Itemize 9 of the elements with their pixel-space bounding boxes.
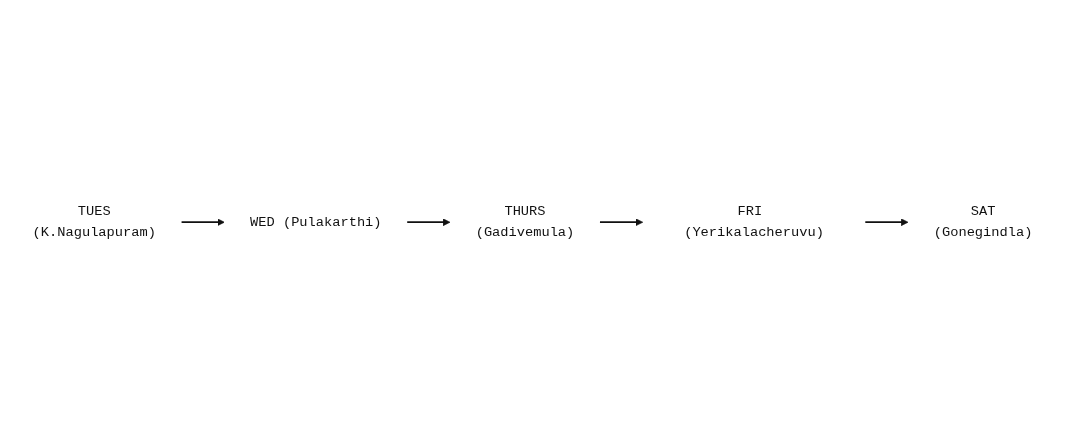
arrow bbox=[599, 218, 644, 227]
arrow bbox=[180, 218, 225, 227]
node-text: SAT (Gonegindla) bbox=[933, 204, 1033, 241]
arrow bbox=[864, 218, 909, 227]
node-text: WED (Pulakarthi) bbox=[250, 214, 382, 231]
node-text: THURS (Gadivemula) bbox=[475, 204, 575, 241]
node-text: FRI (Yerikalacheruvu) bbox=[684, 204, 824, 241]
arrow bbox=[406, 218, 451, 227]
node-text: TUES (K.Nagulapuram) bbox=[32, 204, 156, 241]
